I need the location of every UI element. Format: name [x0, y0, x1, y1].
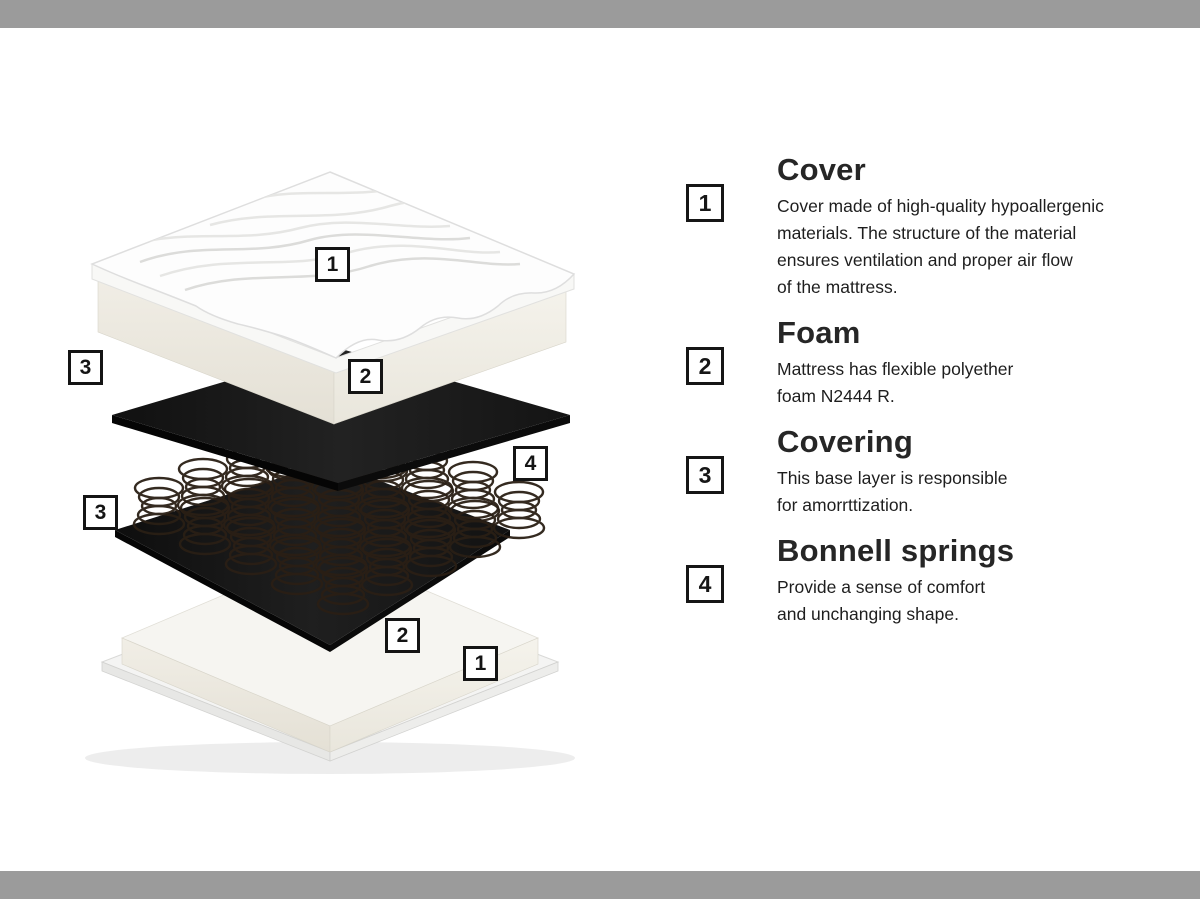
marker-number: 3: [79, 356, 92, 379]
marker-covering-upper: 3: [68, 350, 103, 385]
legend-text-bonnell-springs: Bonnell springs Provide a sense of comfo…: [777, 533, 1147, 628]
legend-title-cover: Cover: [777, 152, 866, 187]
legend-number-box-2: 2: [686, 347, 724, 385]
legend-number: 4: [698, 570, 712, 597]
legend: 1 Cover Cover made of high-quality hypoa…: [678, 152, 1148, 642]
legend-text-cover: Cover Cover made of high-quality hypoall…: [777, 152, 1147, 301]
marker-number: 2: [359, 365, 372, 388]
legend-item-covering: 3 Covering This base layer is responsibl…: [678, 424, 1148, 519]
legend-title-foam: Foam: [777, 315, 861, 350]
marker-number: 2: [396, 624, 409, 647]
legend-desc-bonnell-springs: Provide a sense of comfort and unchangin…: [777, 577, 986, 624]
marker-number: 1: [326, 253, 339, 276]
marker-cover-top: 1: [315, 247, 350, 282]
legend-text-covering: Covering This base layer is responsible …: [777, 424, 1147, 519]
legend-number-box-1: 1: [686, 184, 724, 222]
marker-number: 4: [524, 452, 537, 475]
marker-cover-bottom: 1: [463, 646, 498, 681]
legend-text-foam: Foam Mattress has flexible polyether foa…: [777, 315, 1147, 410]
legend-desc-foam: Mattress has flexible polyether foam N24…: [777, 359, 1014, 406]
legend-desc-cover: Cover made of high-quality hypoallergeni…: [777, 196, 1104, 297]
marker-springs: 4: [513, 446, 548, 481]
marker-number: 3: [94, 501, 107, 524]
bottom-gray-bar: [0, 871, 1200, 899]
legend-number: 3: [698, 461, 712, 488]
legend-item-bonnell-springs: 4 Bonnell springs Provide a sense of com…: [678, 533, 1148, 628]
legend-title-bonnell-springs: Bonnell springs: [777, 533, 1015, 568]
legend-number-box-3: 3: [686, 456, 724, 494]
marker-covering-lower: 3: [83, 495, 118, 530]
marker-foam-top: 2: [348, 359, 383, 394]
marker-number: 1: [474, 652, 487, 675]
legend-number: 2: [698, 352, 712, 379]
marker-foam-bottom: 2: [385, 618, 420, 653]
legend-title-covering: Covering: [777, 424, 913, 459]
top-gray-bar: [0, 0, 1200, 28]
mattress-exploded-diagram: [85, 171, 576, 774]
legend-desc-covering: This base layer is responsible for amorr…: [777, 468, 1008, 515]
legend-number-box-4: 4: [686, 565, 724, 603]
legend-number: 1: [698, 189, 712, 216]
legend-item-cover: 1 Cover Cover made of high-quality hypoa…: [678, 152, 1148, 301]
legend-item-foam: 2 Foam Mattress has flexible polyether f…: [678, 315, 1148, 410]
